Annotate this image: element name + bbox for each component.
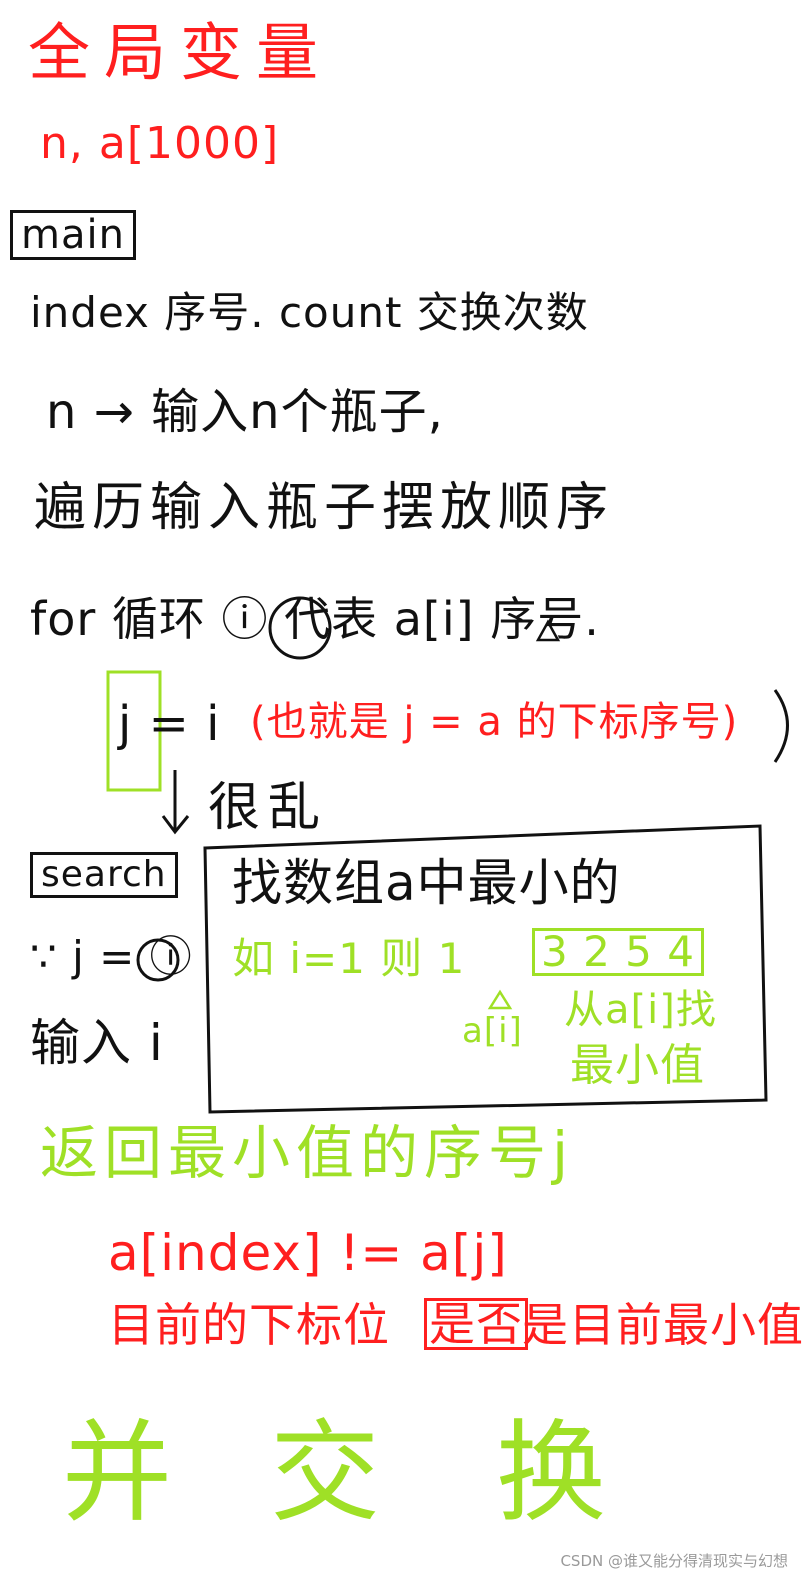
current-boxed: 是否 <box>424 1298 528 1350</box>
swap-char-3: 换 <box>496 1409 607 1537</box>
swap-char-2: 交 <box>270 1409 381 1537</box>
current-line-a: 目前的下标位 <box>108 1298 390 1352</box>
box-sequence: 3 2 5 4 <box>532 928 704 976</box>
main-line-3: 遍历输入瓶子摆放顺序 <box>34 478 615 538</box>
search-param: ∵ j = ⓘ <box>30 932 193 981</box>
box-find: 从a[i]找 <box>564 987 717 1033</box>
for-line: for 循环 ⓘ 代表 a[i] 序号. <box>30 592 600 646</box>
current-line-b: 是目前最小值 <box>522 1298 804 1352</box>
globals-vars: n, a[1000] <box>40 118 280 169</box>
main-line-1: index 序号. count 交换次数 <box>30 288 589 337</box>
main-line-2: n → 输入n个瓶子, <box>46 384 444 440</box>
box-min: 最小值 <box>570 1040 705 1091</box>
box-example: 如 i=1 则 1 <box>232 934 466 983</box>
compare-line: a[index] != a[j] <box>108 1224 508 1282</box>
box-ai: a[i] <box>462 1011 523 1051</box>
return-line: 返回最小值的序号j <box>40 1119 575 1187</box>
search-input: 输入 i <box>30 1014 164 1072</box>
j-note: (也就是 j = a 的下标序号) <box>250 699 739 745</box>
down-arrow-icon <box>161 770 190 835</box>
watermark: CSDN @谁又能分得清现实与幻想 <box>560 1552 788 1570</box>
swap-char-1: 并 <box>62 1409 173 1537</box>
green-triangle-icon <box>487 989 513 1010</box>
messy-note: 很乱 <box>208 778 329 838</box>
search-label: search <box>30 852 178 898</box>
main-label: main <box>10 210 136 260</box>
j-assign: j = i <box>118 696 221 752</box>
right-paren-stroke <box>773 689 789 763</box>
globals-title: 全局变量 <box>28 16 333 89</box>
box-title: 找数组a中最小的 <box>232 854 621 912</box>
